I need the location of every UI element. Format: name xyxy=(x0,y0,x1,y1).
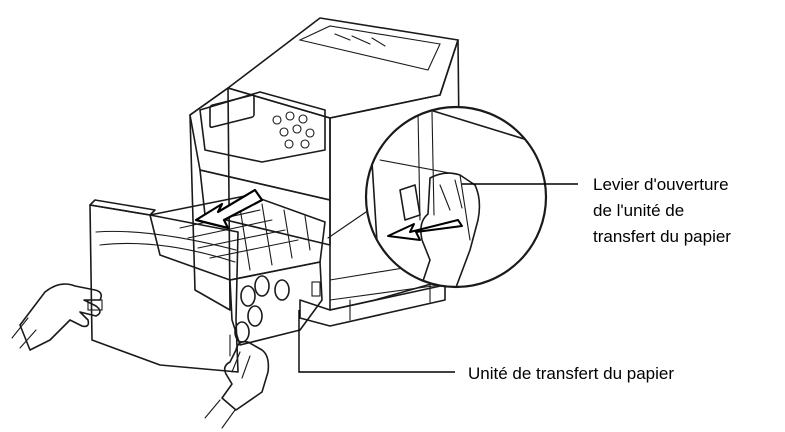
callout-lever-line-3: transfert du papier xyxy=(593,227,731,246)
callout-transfer-unit-label: Unité de transfert du papier xyxy=(468,364,674,383)
callout-lever-line-2: de l'unité de xyxy=(593,201,684,220)
callout-lever-line-1: Levier d'ouverture xyxy=(593,175,729,194)
lcd-display xyxy=(209,94,255,129)
control-panel xyxy=(199,91,326,163)
printer-body xyxy=(189,17,461,327)
callout-transfer-unit-leader xyxy=(298,310,455,373)
pull-direction-arrow-icon xyxy=(194,188,264,230)
right-hand-icon xyxy=(204,340,270,429)
left-hand-icon xyxy=(11,283,102,351)
paper-transfer-unit xyxy=(149,194,326,346)
rollers xyxy=(234,275,290,343)
callout-transfer-unit: Unité de transfert du papier xyxy=(298,310,674,383)
control-buttons xyxy=(272,111,315,149)
lever-detail-magnifier xyxy=(327,105,548,289)
callout-lever: Levier d'ouverture de l'unité de transfe… xyxy=(462,175,731,246)
